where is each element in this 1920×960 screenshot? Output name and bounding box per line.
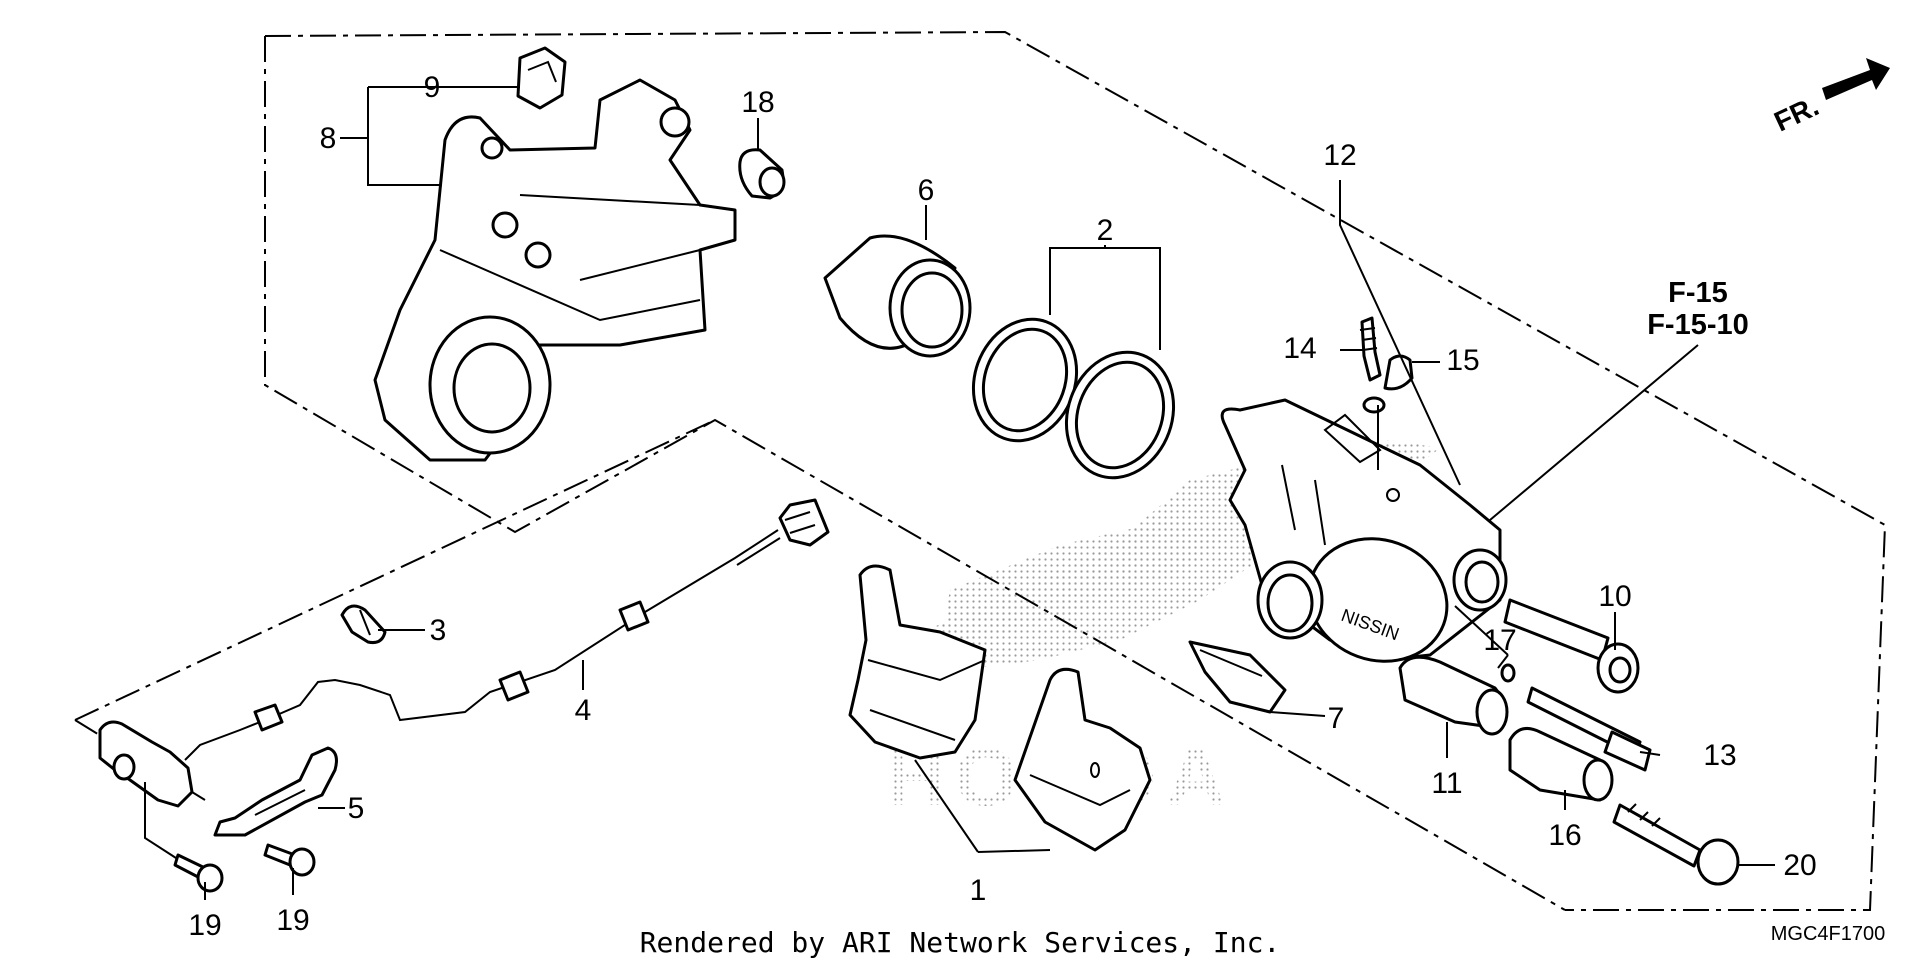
callout-9: 9 — [424, 71, 441, 104]
callout-13: 13 — [1703, 739, 1736, 772]
callout-5: 5 — [348, 792, 365, 825]
leader-lines — [144, 86, 1775, 900]
o-ring — [1500, 663, 1516, 683]
callout-2: 2 — [1097, 214, 1114, 247]
wheel-speed-sensor — [98, 498, 830, 808]
footer-credit: Rendered by ARI Network Services, Inc. — [640, 926, 1281, 959]
retainer-clip — [516, 46, 567, 110]
rubber-boot — [738, 148, 786, 200]
callout-10: 10 — [1598, 580, 1631, 613]
front-indicator-label: FR. — [1769, 90, 1823, 137]
callout-3: 3 — [430, 614, 447, 647]
callout-19-right: 19 — [276, 904, 309, 937]
caliper-group-boundary — [264, 36, 1566, 911]
callout-4: 4 — [575, 694, 592, 727]
callout-15: 15 — [1446, 344, 1479, 377]
callout-20: 20 — [1783, 849, 1816, 882]
callout-7: 7 — [1328, 702, 1345, 735]
front-direction-arrow-icon — [1822, 58, 1890, 100]
pin-sleeve — [1508, 726, 1614, 802]
brake-pad-set — [848, 564, 1152, 852]
caliper-body: NISSIN — [1220, 398, 1508, 663]
callout-6: 6 — [918, 174, 935, 207]
callout-12: 12 — [1323, 139, 1356, 172]
callout-16: 16 — [1548, 819, 1581, 852]
callout-18: 18 — [741, 86, 774, 119]
sensor-guard — [213, 746, 338, 837]
callout-19-left: 19 — [188, 909, 221, 942]
callout-11: 11 — [1431, 767, 1462, 800]
sensor-bolt-right — [263, 843, 316, 877]
callout-1: 1 — [970, 874, 987, 907]
pin-boot — [1398, 655, 1509, 736]
sensor-bolt-left — [173, 853, 224, 893]
mounting-bolt — [1612, 803, 1740, 886]
callout-17: 17 — [1483, 624, 1516, 657]
sensor-group-boundary — [74, 419, 716, 721]
diagram-code: MGC4F1700 — [1771, 923, 1886, 945]
reference-code-secondary: F-15-10 — [1647, 309, 1749, 341]
piston-seal-set — [971, 317, 1176, 480]
callout-8: 8 — [320, 122, 337, 155]
sensor-harness-clip — [340, 604, 387, 644]
caliper-pin-bolt — [1503, 598, 1640, 694]
pin-bolt — [1526, 686, 1652, 772]
caliper-piston — [823, 234, 972, 358]
caliper-bracket — [373, 78, 737, 462]
reference-code-primary: F-15 — [1668, 277, 1728, 309]
callout-14: 14 — [1283, 332, 1316, 365]
bleeder-screw — [1359, 316, 1382, 382]
